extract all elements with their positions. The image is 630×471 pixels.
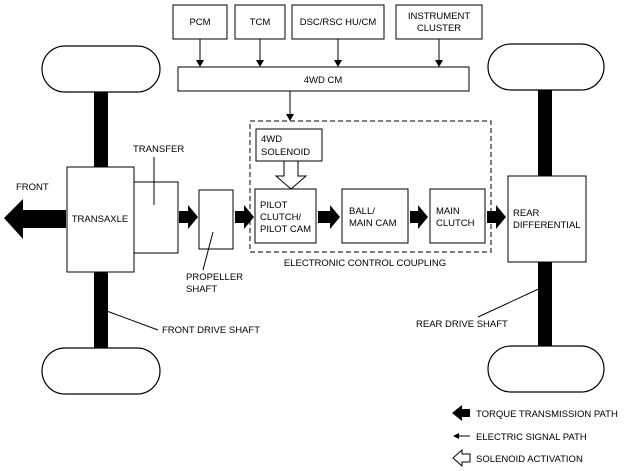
ball-main-cam-box (341, 188, 409, 244)
legend-signal-label: ELECTRIC SIGNAL PATH (476, 432, 587, 443)
4wd-cm-box (177, 66, 470, 92)
torque-arrows (4, 199, 506, 239)
legend: TORQUE TRANSMISSION PATH ELECTRIC SIGNAL… (452, 405, 618, 468)
transfer-box (133, 181, 179, 254)
front-drive-shaft-label: FRONT DRIVE SHAFT (162, 325, 260, 336)
front-label: FRONT (16, 182, 49, 193)
transaxle-box (66, 166, 135, 273)
instrument-cluster-label-line1: INSTRUMENT (408, 11, 470, 22)
solenoid-activation-arrow (274, 160, 308, 190)
torque-arrow-front (4, 199, 66, 239)
electronic-control-coupling-boundary (249, 120, 492, 253)
electronic-control-coupling-caption: ELECTRONIC CONTROL COUPLING (284, 258, 446, 269)
4wd-solenoid-label-line2: SOLENOID (261, 147, 310, 158)
pilot-clutch-label-line2: CLUTCH/ (260, 212, 302, 223)
signal-arrows-to-cm (196, 39, 443, 67)
front-drive-shaft-lower (94, 272, 108, 348)
pcm-box (172, 4, 228, 40)
pilot-clutch-box (254, 188, 317, 244)
ball-main-cam-label-line1: BALL/ (349, 206, 375, 217)
rear-differential-label-line1: REAR (513, 208, 540, 219)
signal-arrow-cm-to-solenoid (286, 91, 294, 121)
main-clutch-label-line2: CLUTCH (436, 218, 475, 229)
legend-solenoid-arrow-icon (452, 448, 471, 468)
pilot-clutch-label-line3: PILOT CAM (260, 224, 311, 235)
dsc-label: DSC/RSC HU/CM (300, 17, 377, 28)
torque-arrow-ball-to-main (410, 205, 428, 229)
rear-differential-box (507, 175, 587, 263)
propeller-shaft-label-line2: SHAFT (186, 284, 217, 295)
torque-arrow-transfer-to-propeller (179, 205, 198, 229)
4wd-solenoid-box (255, 128, 323, 162)
4wd-solenoid-label-line1: 4WD (261, 134, 282, 145)
front-drive-shaft-leader-line (103, 309, 159, 331)
propeller-shaft-box (198, 189, 234, 250)
instrument-cluster-label-line2: CLUSTER (417, 23, 461, 34)
propeller-shaft-label-line1: PROPELLER (186, 272, 243, 283)
propeller-shaft-leader-line (202, 231, 214, 271)
legend-solenoid-label: SOLENOID ACTIVATION (476, 454, 583, 465)
pilot-clutch-label-line1: PILOT (260, 200, 288, 211)
rear-drive-shaft-label: REAR DRIVE SHAFT (416, 319, 508, 330)
rear-left-wheel (487, 43, 605, 91)
ball-main-cam-label-line2: MAIN CAM (349, 218, 397, 229)
front-left-wheel (41, 45, 161, 93)
pcm-label: PCM (189, 17, 210, 28)
transaxle-label: TRANSAXLE (72, 214, 129, 225)
transfer-label: TRANSFER (133, 144, 184, 155)
torque-arrow-pilot-to-ball (318, 205, 340, 229)
main-clutch-box (429, 188, 486, 244)
rear-drive-shaft-leader-line (477, 285, 546, 318)
rear-drive-shaft-upper (538, 88, 552, 176)
rear-differential-label-line2: DIFFERENTIAL (513, 220, 581, 231)
front-drive-shaft-upper (94, 90, 108, 170)
legend-signal-arrow-icon (453, 433, 459, 439)
tcm-label: TCM (250, 17, 271, 28)
main-clutch-label-line1: MAIN (436, 206, 460, 217)
rear-drive-shaft-lower (538, 262, 552, 348)
torque-arrow-main-to-rear-diff (487, 205, 506, 229)
rear-right-wheel (487, 345, 605, 393)
tcm-box (234, 4, 286, 40)
dsc-box (291, 4, 385, 40)
torque-arrow-propeller-to-pilot (235, 205, 254, 229)
legend-torque-arrow-icon (452, 405, 470, 421)
instrument-cluster-box (395, 4, 483, 40)
4wd-cm-label: 4WD CM (304, 75, 343, 86)
front-right-wheel (41, 347, 161, 395)
legend-torque-label: TORQUE TRANSMISSION PATH (476, 409, 618, 420)
